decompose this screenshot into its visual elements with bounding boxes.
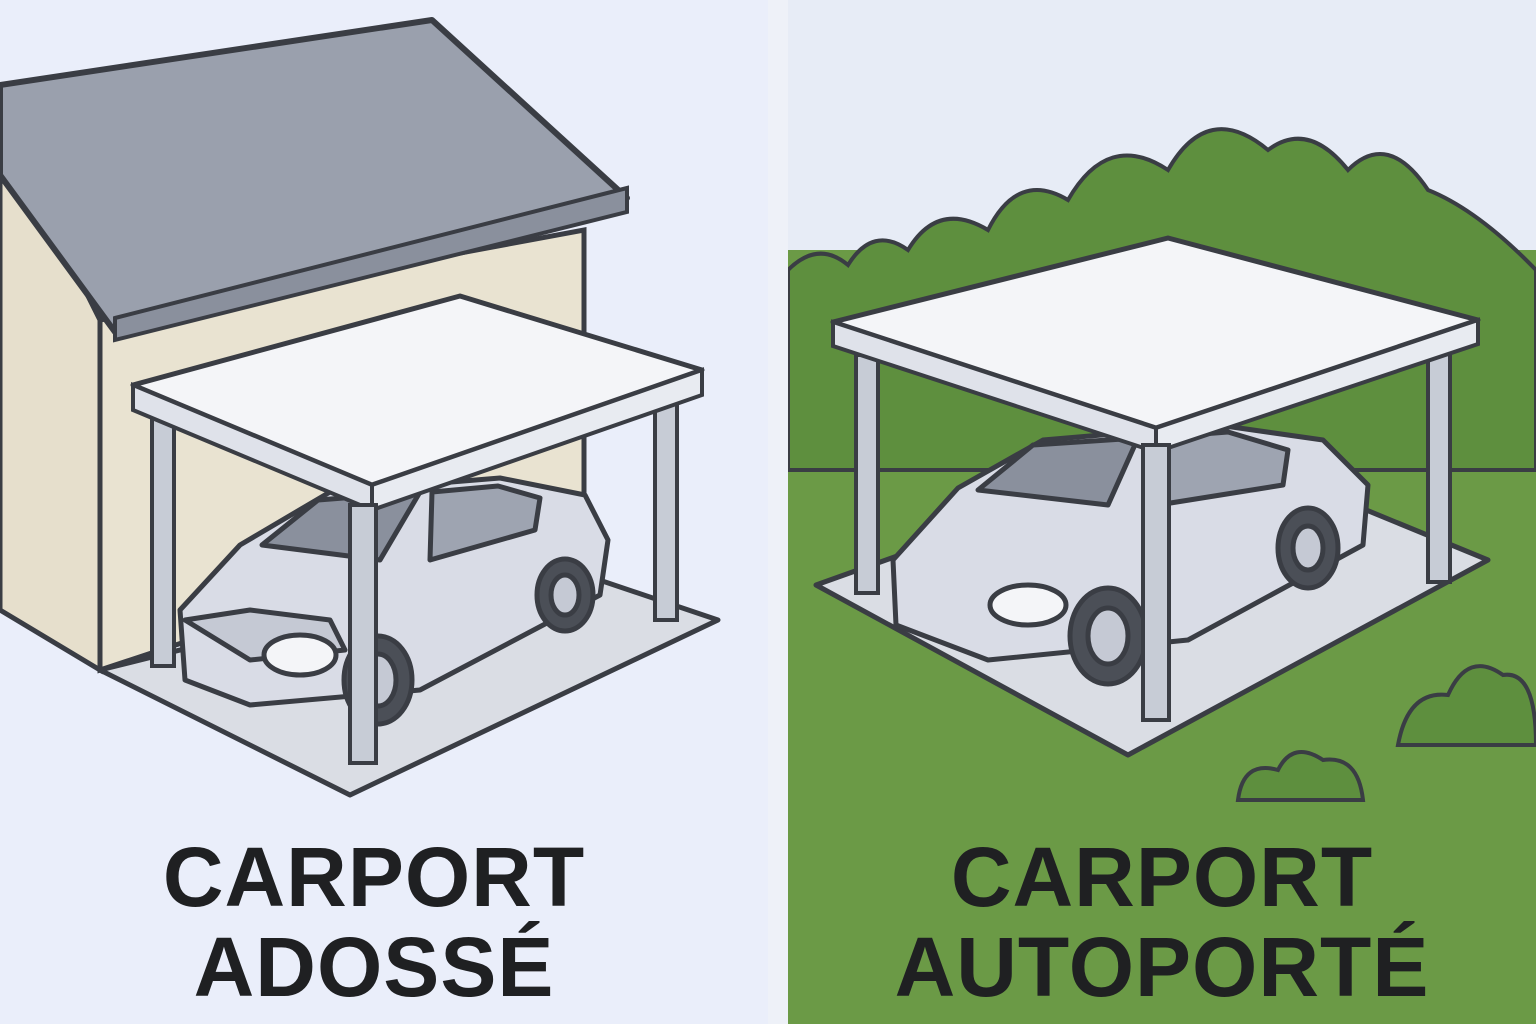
freestanding-carport-scene	[788, 127, 1536, 1024]
caption-freestanding-carport: CARPORT AUTOPORTÉ	[882, 832, 1442, 1012]
carport-post-front	[1141, 443, 1171, 722]
carport-post-back-right	[1426, 348, 1452, 584]
caption-left-line2: ADOSSÉ	[193, 920, 555, 1014]
panel-divider	[768, 0, 788, 1024]
carport-roof-edge-side	[370, 367, 704, 513]
caption-attached-carport: CARPORT ADOSSÉ	[94, 832, 654, 1012]
caption-right-line1: CARPORT	[950, 830, 1374, 924]
house-roof-edge	[113, 185, 629, 343]
carport-post-back-left	[150, 406, 176, 668]
foreground-bushes	[1235, 664, 1536, 802]
panel-freestanding-carport: CARPORT AUTOPORTÉ	[788, 0, 1536, 1024]
panel-attached-carport: CARPORT ADOSSÉ	[0, 17, 721, 1012]
car	[890, 422, 1371, 687]
attached-carport-scene	[0, 17, 721, 798]
carport-post-back-right	[653, 394, 679, 622]
caption-left-line1: CARPORT	[162, 830, 586, 924]
carport-post-front	[348, 503, 378, 765]
caption-right-line2: AUTOPORTÉ	[894, 920, 1430, 1014]
carport-post-back-left	[854, 353, 880, 595]
